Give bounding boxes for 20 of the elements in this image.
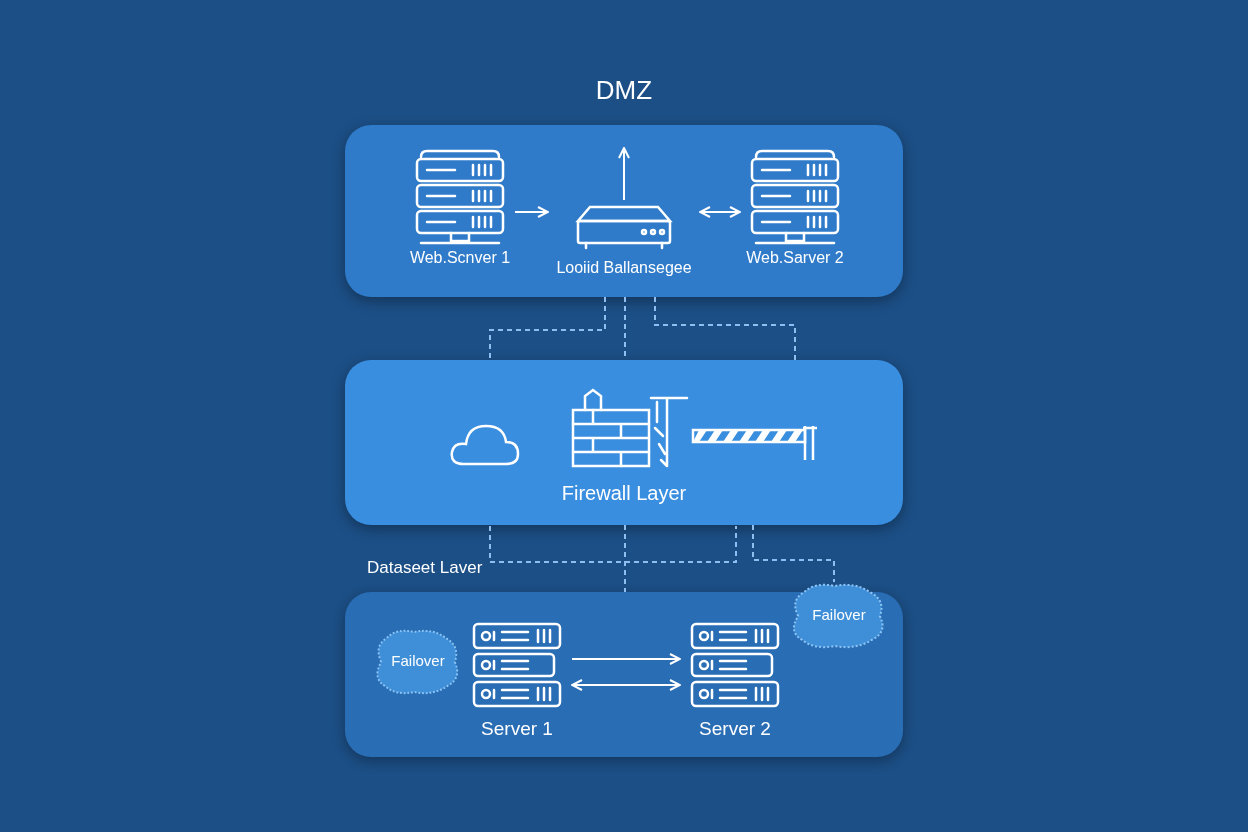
dashed-connector: [752, 524, 835, 583]
dashed-connector: [489, 296, 606, 361]
badge-label: Failover: [390, 652, 446, 669]
arrow: [699, 206, 741, 218]
node-label: Server 2: [698, 718, 772, 740]
node-label: Server 1: [480, 718, 554, 740]
arrow: [571, 653, 681, 665]
node-label: Web.Scnver 1: [408, 249, 512, 267]
node-label: Web.Sarver 2: [745, 249, 845, 267]
panel-title: DMZ: [594, 75, 654, 106]
layer-title: Firewall Layer: [560, 482, 688, 505]
arrow: [571, 679, 681, 691]
dashed-connector: [624, 524, 626, 593]
badge-label: Failover: [811, 606, 867, 623]
panel-title: Dataseet Laver: [367, 558, 483, 578]
node-label: Looiid Ballansegee: [555, 259, 693, 277]
layer-panel: [345, 360, 903, 525]
arrow: [514, 206, 549, 218]
dashed-connector: [654, 296, 796, 361]
arrow: [618, 147, 630, 201]
